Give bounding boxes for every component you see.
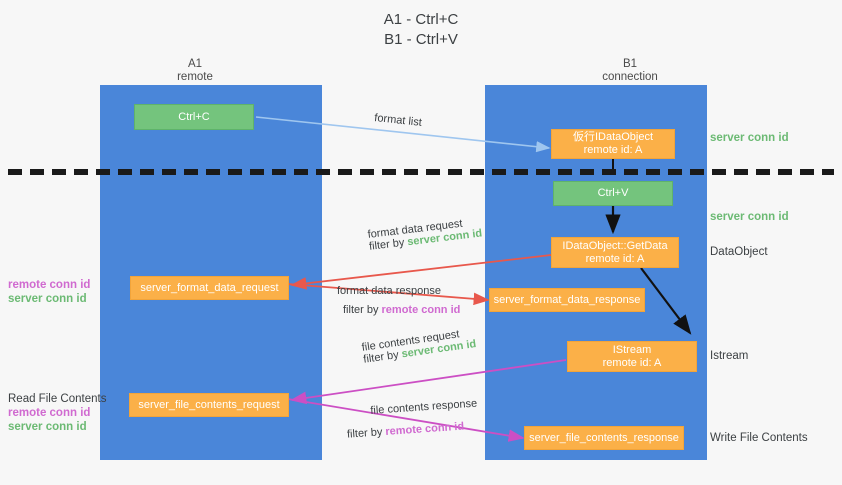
node-getdata-line2: remote id: A [585, 252, 645, 265]
node-server-file-contents-request-label: server_file_contents_request [138, 398, 280, 411]
node-istream-line2: remote id: A [602, 356, 662, 369]
node-idataobject[interactable]: 仮行IDataObject remote id: A [551, 129, 675, 159]
page-title: A1 - Ctrl+C B1 - Ctrl+V [0, 10, 842, 50]
node-idataobject-line2: remote id: A [583, 144, 643, 156]
node-ctrl-c[interactable]: Ctrl+C [134, 104, 254, 130]
node-server-file-contents-request[interactable]: server_file_contents_request [129, 393, 289, 417]
node-istream[interactable]: IStream remote id: A [567, 341, 697, 372]
arrow-label-file-contents-response-prefix: filter by [346, 426, 386, 441]
node-getdata[interactable]: IDataObject::GetData remote id: A [551, 237, 679, 268]
column-a1-sub: remote [177, 71, 213, 83]
label-remote-conn-id-2: remote conn id [8, 407, 91, 419]
column-a1-name: A1 [187, 58, 203, 70]
node-ctrl-v-label: Ctrl+V [597, 187, 629, 199]
column-header-a1: A1 remote [115, 58, 275, 84]
node-server-format-data-request[interactable]: server_format_data_request [130, 276, 289, 300]
arrow-label-format-data-response-value: remote conn id [381, 304, 461, 316]
arrow-label-format-data-response-line1: format data response [337, 285, 441, 297]
title-line-2: B1 - Ctrl+V [384, 31, 458, 48]
node-ctrl-c-label: Ctrl+C [178, 110, 210, 123]
label-server-conn-id-mid: server conn id [710, 211, 789, 223]
node-idataobject-line1: 仮行IDataObject [572, 131, 654, 143]
label-read-file-contents: Read File Contents [8, 393, 107, 405]
column-header-b1: B1 connection [550, 58, 710, 84]
label-istream: Istream [710, 350, 749, 362]
arrow-label-format-data-response-line2: filter by remote conn id [343, 304, 460, 316]
title-line-1: A1 - Ctrl+C [383, 11, 459, 28]
arrow-label-format-data-response: format data response filter by remote co… [337, 285, 460, 316]
arrow-label-file-contents-response-line2: filter by remote conn id [346, 419, 480, 441]
arrow-label-file-contents-response: file contents response filter by remote … [347, 397, 479, 441]
node-server-format-data-response[interactable]: server_format_data_response [489, 288, 645, 312]
node-server-file-contents-response[interactable]: server_file_contents_response [524, 426, 684, 450]
node-getdata-line1: IDataObject::GetData [562, 239, 668, 252]
arrow-label-file-contents-request: file contents request filter by server c… [361, 326, 477, 365]
column-b1-sub: connection [602, 71, 658, 83]
column-b1-name: B1 [622, 58, 638, 70]
node-server-format-data-response-label: server_format_data_response [493, 293, 641, 306]
arrow-label-file-contents-response-value: remote conn id [385, 420, 465, 438]
label-write-file-contents: Write File Contents [710, 432, 808, 444]
label-server-conn-id-1: server conn id [8, 293, 87, 305]
label-remote-conn-id-1: remote conn id [8, 279, 91, 291]
arrow-label-file-contents-response-line1: file contents response [370, 397, 478, 417]
label-group-format-conn-ids: remote conn id server conn id [8, 278, 90, 306]
phase-divider [8, 169, 834, 175]
arrow-label-format-data-request: format data request filter by server con… [367, 216, 483, 253]
arrow-label-format-data-response-prefix: filter by [343, 304, 382, 316]
node-server-format-data-request-label: server_format_data_request [140, 281, 279, 294]
node-server-file-contents-response-label: server_file_contents_response [529, 431, 679, 444]
node-ctrl-v[interactable]: Ctrl+V [553, 181, 673, 206]
label-dataobject: DataObject [710, 246, 768, 258]
node-istream-line1: IStream [612, 343, 652, 356]
label-server-conn-id-2: server conn id [8, 421, 87, 433]
label-server-conn-id-top: server conn id [710, 132, 789, 144]
label-group-file-conn-ids: Read File Contents remote conn id server… [8, 392, 106, 434]
arrow-label-format-list: format list [373, 112, 423, 129]
